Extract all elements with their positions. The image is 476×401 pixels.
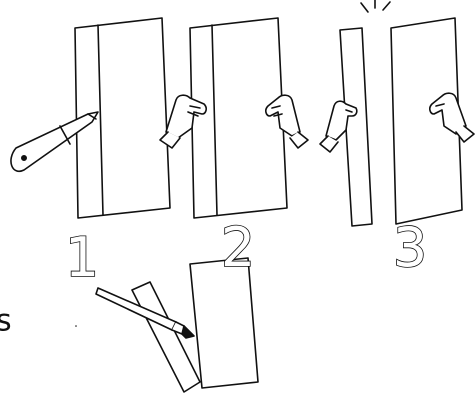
step-number-1: 1 (65, 226, 99, 289)
speck (75, 325, 77, 327)
step-2-illustration (160, 18, 308, 218)
step-number-3: 3 (393, 216, 427, 279)
sheet-2 (190, 18, 287, 218)
cropped-edge-text: s (0, 304, 12, 339)
step-3-illustration (320, 0, 474, 226)
step-number-2: 2 (221, 216, 255, 279)
step-1-illustration (11, 18, 170, 218)
snap-burst-icon (361, 0, 390, 12)
